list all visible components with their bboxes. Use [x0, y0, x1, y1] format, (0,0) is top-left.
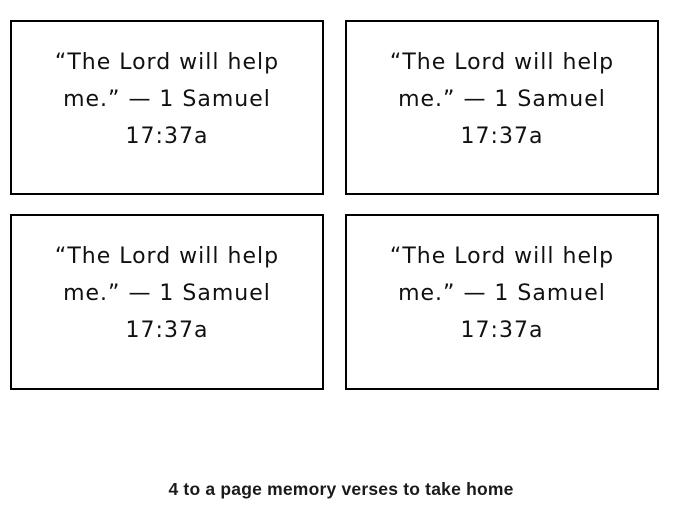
verse-line-2: me.” — 1 Samuel [398, 87, 606, 112]
verse-line-3: 17:37a [125, 318, 209, 343]
verse-line-1: “The Lord will help [54, 50, 280, 75]
verse-line-2: me.” — 1 Samuel [63, 87, 271, 112]
memory-verse-card-top-left: “The Lord will help me.” — 1 Samuel 17:3… [10, 20, 324, 195]
verse-line-3: 17:37a [125, 124, 209, 149]
verse-line-2: me.” — 1 Samuel [63, 281, 271, 306]
verse-line-2: me.” — 1 Samuel [398, 281, 606, 306]
memory-verse-card-top-right: “The Lord will help me.” — 1 Samuel 17:3… [345, 20, 659, 195]
verse-line-1: “The Lord will help [54, 244, 280, 269]
verse-line-3: 17:37a [460, 124, 544, 149]
verse-line-3: 17:37a [460, 318, 544, 343]
page-caption: 4 to a page memory verses to take home [168, 479, 514, 499]
verse-line-1: “The Lord will help [389, 50, 615, 75]
memory-verse-card-grid: “The Lord will help me.” — 1 Samuel 17:3… [10, 20, 659, 390]
memory-verse-card-bottom-right: “The Lord will help me.” — 1 Samuel 17:3… [345, 214, 659, 390]
verse-line-1: “The Lord will help [389, 244, 615, 269]
memory-verse-card-bottom-left: “The Lord will help me.” — 1 Samuel 17:3… [10, 214, 324, 390]
